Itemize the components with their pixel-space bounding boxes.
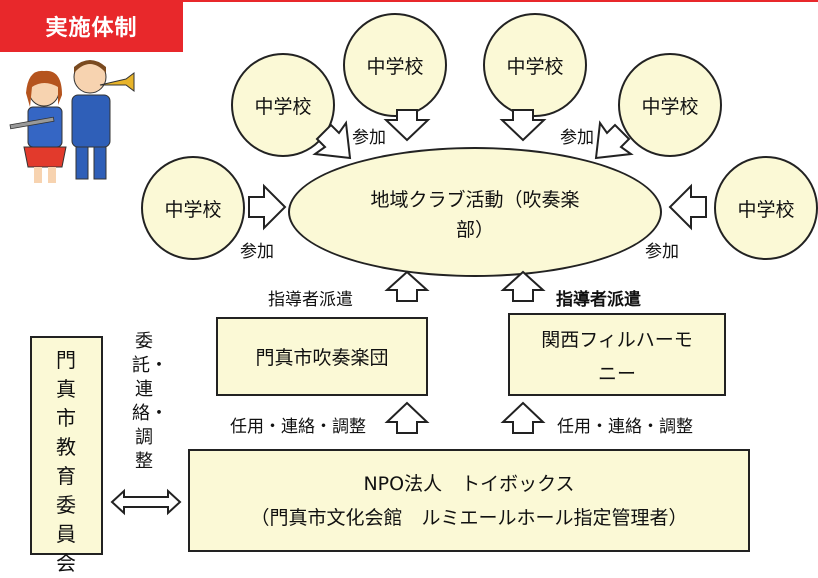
band-label: 門真市吹奏楽団 bbox=[255, 347, 389, 369]
dispatch-label-left: 指導者派遣 bbox=[268, 290, 353, 310]
arrow-down-left-icon bbox=[594, 120, 634, 160]
school-label: 中学校 bbox=[254, 95, 312, 118]
appoint-label-right: 任用・連絡・調整 bbox=[557, 417, 693, 437]
appoint-label-left: 任用・連絡・調整 bbox=[230, 417, 366, 437]
participate-label-right-lower: 参加 bbox=[645, 242, 679, 262]
double-arrow-icon bbox=[110, 488, 182, 516]
school-circle-3: 中学校 bbox=[483, 13, 587, 117]
club-activity-line-2: 部） bbox=[455, 219, 494, 241]
board-label: 門真市教育委員会 bbox=[56, 348, 76, 575]
board-box: 門真市教育委員会 bbox=[30, 336, 103, 575]
participate-label-left-upper: 参加 bbox=[352, 128, 386, 148]
band-box: 門真市吹奏楽団 bbox=[216, 317, 428, 396]
phil-label-line-1: 関西フィルハーモ bbox=[541, 329, 693, 351]
school-label: 中学校 bbox=[737, 198, 795, 221]
npo-label-line-2: （門真市文化会館 ルミエールホール指定管理者） bbox=[250, 507, 688, 529]
npo-box: NPO法人 トイボックス （門真市文化会館 ルミエールホール指定管理者） bbox=[188, 449, 750, 552]
school-circle-6: 中学校 bbox=[714, 156, 818, 260]
school-label: 中学校 bbox=[641, 95, 699, 118]
arrow-up-icon bbox=[384, 270, 430, 302]
phil-label: 関西フィルハーモ ニー bbox=[510, 323, 724, 391]
participate-label-left-lower: 参加 bbox=[240, 242, 274, 262]
school-label: 中学校 bbox=[506, 55, 564, 78]
arrow-up-icon bbox=[500, 401, 546, 434]
section-title: 実施体制 bbox=[0, 0, 183, 52]
arrow-left-icon bbox=[668, 183, 707, 231]
top-accent-line bbox=[0, 0, 818, 2]
school-circle-5: 中学校 bbox=[141, 156, 245, 260]
club-activity-oval: 地域クラブ活動（吹奏楽 部） bbox=[288, 147, 662, 277]
arrow-down-icon bbox=[499, 109, 547, 142]
dispatch-label-right: 指導者派遣 bbox=[556, 290, 641, 310]
arrow-up-icon bbox=[500, 270, 546, 302]
arrow-up-icon bbox=[384, 401, 430, 434]
club-activity-label: 地域クラブ活動（吹奏楽 部） bbox=[290, 185, 660, 245]
arrow-right-icon bbox=[248, 183, 287, 231]
arrow-down-right-icon bbox=[312, 120, 352, 160]
phil-label-line-2: ニー bbox=[597, 363, 636, 385]
participate-label-right-upper: 参加 bbox=[560, 128, 594, 148]
club-activity-line-1: 地域クラブ活動（吹奏楽 bbox=[370, 189, 580, 211]
npo-label-line-1: NPO法人 トイボックス bbox=[363, 473, 575, 495]
npo-label: NPO法人 トイボックス （門真市文化会館 ルミエールホール指定管理者） bbox=[190, 467, 748, 535]
school-label: 中学校 bbox=[164, 198, 222, 221]
arrows-layer bbox=[110, 109, 707, 516]
arrow-down-icon bbox=[383, 109, 431, 142]
school-circle-4: 中学校 bbox=[618, 53, 722, 157]
phil-box: 関西フィルハーモ ニー bbox=[508, 313, 726, 396]
school-circle-2: 中学校 bbox=[343, 13, 447, 117]
students-illustration bbox=[9, 60, 135, 183]
school-label: 中学校 bbox=[366, 55, 424, 78]
